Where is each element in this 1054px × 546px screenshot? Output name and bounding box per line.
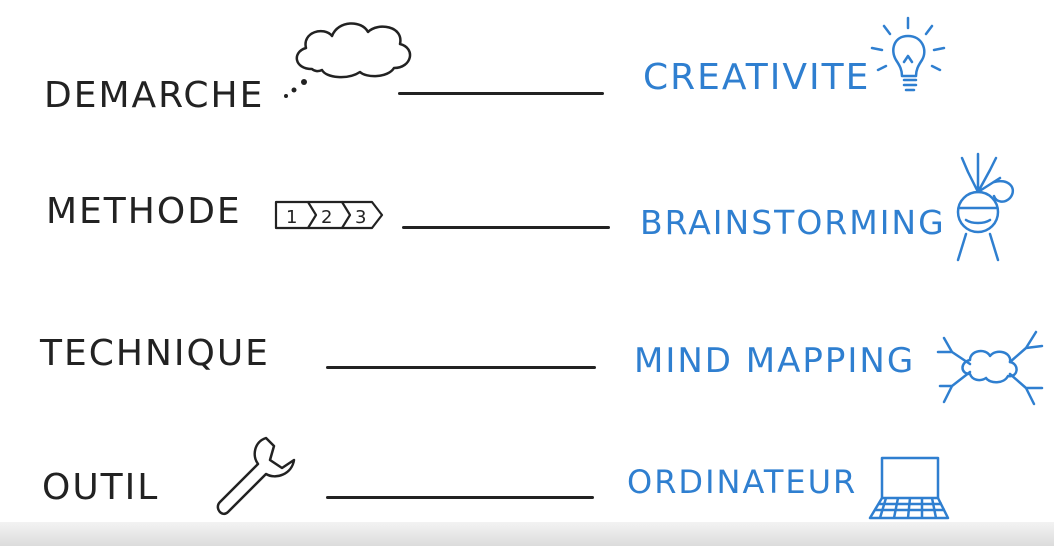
term-outil: OUTIL [42, 467, 160, 508]
term-technique: TECHNIQUE [40, 333, 270, 374]
head-ideas-icon [938, 148, 1028, 264]
connector-line-demarche [398, 92, 604, 95]
wrench-icon [206, 432, 302, 524]
light-bulb-icon [866, 14, 950, 104]
mind-map-icon [930, 318, 1050, 414]
connector-line-methode [402, 226, 610, 229]
example-brainstorming: BRAINSTORMING [640, 203, 946, 242]
step-number-2: 2 [321, 207, 332, 228]
step-number-3: 3 [355, 207, 366, 228]
thought-cloud-icon [282, 14, 422, 104]
example-ordinateur: ORDINATEUR [627, 463, 858, 501]
connector-line-technique [326, 366, 596, 369]
step-number-1: 1 [286, 207, 297, 228]
steps-123-icon: 1 2 3 [272, 196, 388, 234]
bottom-edge [0, 522, 1054, 546]
laptop-icon [866, 454, 950, 524]
connector-line-outil [326, 496, 594, 499]
example-mind-mapping: MIND MAPPING [634, 341, 916, 381]
term-methode: METHODE [46, 191, 242, 232]
term-demarche: DEMARCHE [44, 75, 265, 116]
example-creativite: CREATIVITE [643, 57, 871, 98]
